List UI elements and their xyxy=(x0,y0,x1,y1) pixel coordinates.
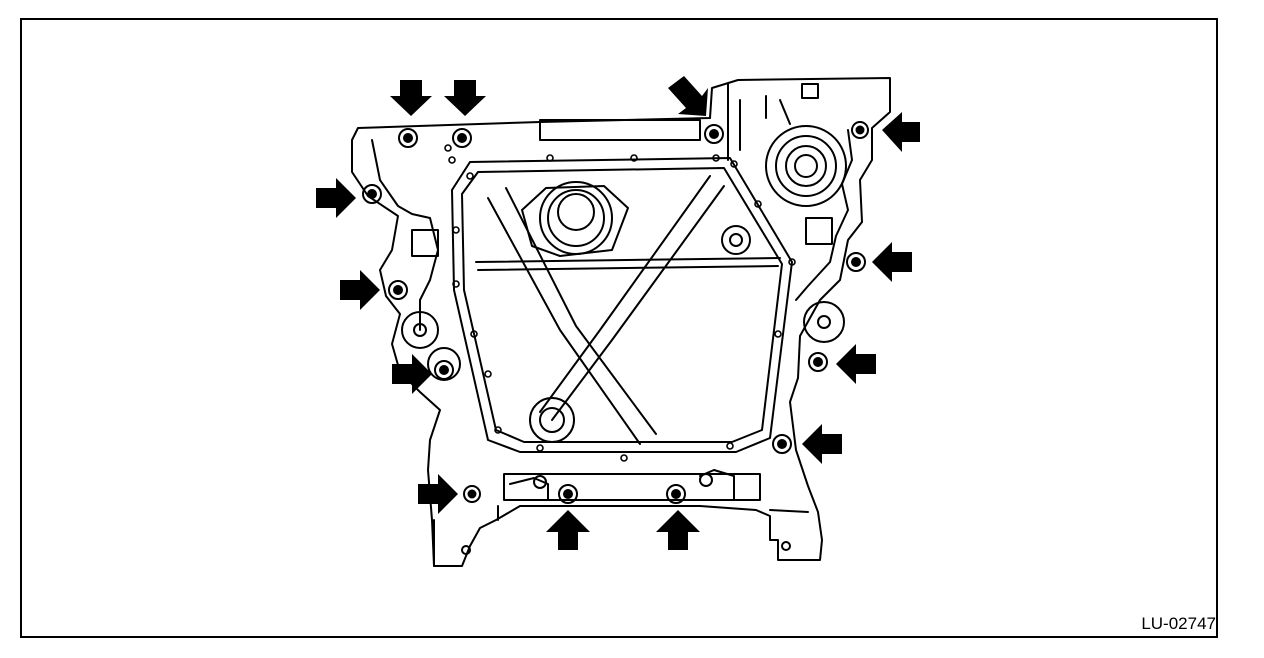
bolt-icon xyxy=(704,124,724,144)
bolts xyxy=(362,121,869,504)
arrow-icon xyxy=(390,80,432,116)
lower-flange xyxy=(503,473,761,501)
arrow-icon xyxy=(668,76,708,116)
lug-right-1 xyxy=(803,301,845,343)
oil-pickup-ring-3 xyxy=(557,193,595,231)
bolt-icon xyxy=(452,128,472,148)
x-brace-b xyxy=(539,175,725,421)
lower-hole-right xyxy=(699,473,713,487)
lower-tab-left xyxy=(509,477,549,501)
bolt-icon xyxy=(362,184,382,204)
arrow-icon xyxy=(316,178,356,218)
seal-housing-inner xyxy=(785,145,827,187)
figure-frame xyxy=(20,18,1218,638)
oil-pickup-ring-2 xyxy=(547,189,605,247)
figure-id-label: LU-02747 xyxy=(1141,614,1216,633)
housing-inner-edge-right xyxy=(795,129,853,301)
bolt-icon xyxy=(808,352,828,372)
bolt-icon xyxy=(846,252,866,272)
oil-pickup-ring-1 xyxy=(539,181,613,255)
pan-gasket-outer xyxy=(451,157,793,453)
bolt-icon xyxy=(398,128,418,148)
gasket-holes xyxy=(444,144,796,462)
pad-right xyxy=(805,217,833,245)
top-flange xyxy=(539,119,701,141)
arrow-icon xyxy=(546,510,590,550)
arrow-icon xyxy=(340,270,380,310)
bolt-icon xyxy=(463,485,481,503)
pad-top-right xyxy=(801,83,819,99)
bolt-icon xyxy=(388,280,408,300)
bolt-icon xyxy=(666,484,686,504)
arrow-icon xyxy=(802,424,842,464)
drain-boss-inner xyxy=(539,407,565,433)
arrows xyxy=(316,76,920,550)
arrow-icon xyxy=(836,344,876,384)
bolt-icon xyxy=(772,434,792,454)
arrow-icon xyxy=(418,474,458,514)
arrow-icon xyxy=(872,242,912,282)
housing-outline xyxy=(351,77,891,567)
arrow-icon xyxy=(656,510,700,550)
cross-rib xyxy=(475,257,781,271)
bolt-icon xyxy=(851,121,869,139)
x-brace-a xyxy=(487,187,657,445)
top-ribs xyxy=(727,83,791,161)
bolt-icon xyxy=(434,360,454,380)
arrow-icon xyxy=(392,354,432,394)
lug-left-1-hole xyxy=(413,323,427,337)
lug-left-2 xyxy=(427,347,461,381)
lower-hole-left xyxy=(533,475,547,489)
seal-housing-core xyxy=(794,154,818,178)
bolt-icon xyxy=(558,484,578,504)
lug-right-1-hole xyxy=(817,315,831,329)
drain-boss-outer xyxy=(529,397,575,443)
arrow-icon xyxy=(882,112,920,152)
seal-housing-mid xyxy=(775,135,837,197)
arrow-icon xyxy=(444,80,486,116)
pan-gasket-inner xyxy=(461,167,783,443)
lug-left-1 xyxy=(401,311,439,349)
lower-tab-right xyxy=(699,469,735,501)
skirt-hole-right xyxy=(781,541,791,551)
skirt-hole-left xyxy=(461,545,471,555)
pad-left xyxy=(411,229,439,257)
housing-inner-edge xyxy=(371,139,439,331)
lug-right-2 xyxy=(721,225,751,255)
lug-right-2-hole xyxy=(729,233,743,247)
skirt-lines xyxy=(433,505,809,567)
seal-housing-outer xyxy=(765,125,847,207)
